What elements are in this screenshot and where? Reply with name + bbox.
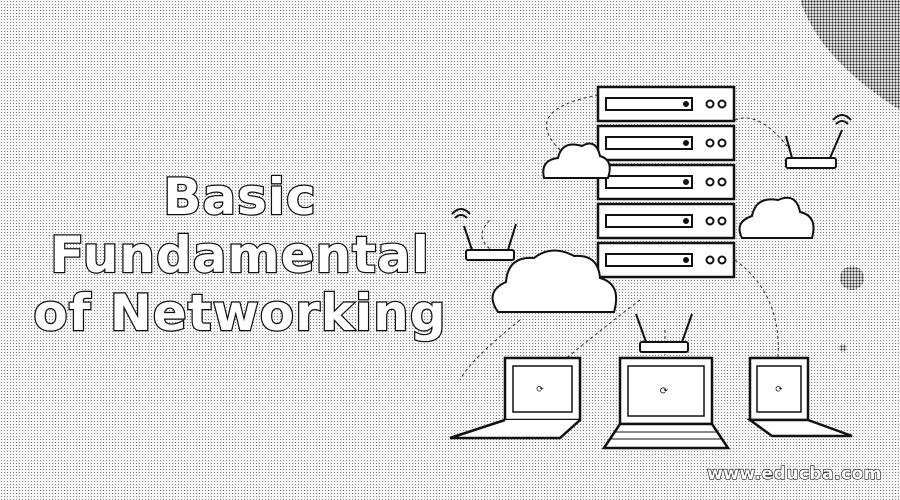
wifi-router-icon [785,114,852,169]
title-line: of Networking [32,283,447,344]
title-line: Fundamental [49,225,430,286]
laptop-icon: ⟳ [449,356,582,440]
cloud-icon [491,249,618,313]
wifi-router-icon [635,313,693,353]
svg-text:⟳: ⟳ [660,386,669,397]
svg-text:⟳: ⟳ [775,385,783,395]
wifi-router-icon [451,208,517,261]
server-rack-icon [596,85,736,279]
laptop-icon: ⟳ [601,356,731,450]
cloud-icon [542,142,611,179]
laptop-icon: ⟳ [746,356,853,438]
title-line: Basic [162,167,317,228]
site-watermark: www.educba.com [706,463,882,484]
cloud-icon [738,196,815,239]
corner-decoration [800,0,900,352]
svg-text:⟳: ⟳ [536,385,544,395]
page-title: Basic Fundamental of Networking [30,167,450,344]
